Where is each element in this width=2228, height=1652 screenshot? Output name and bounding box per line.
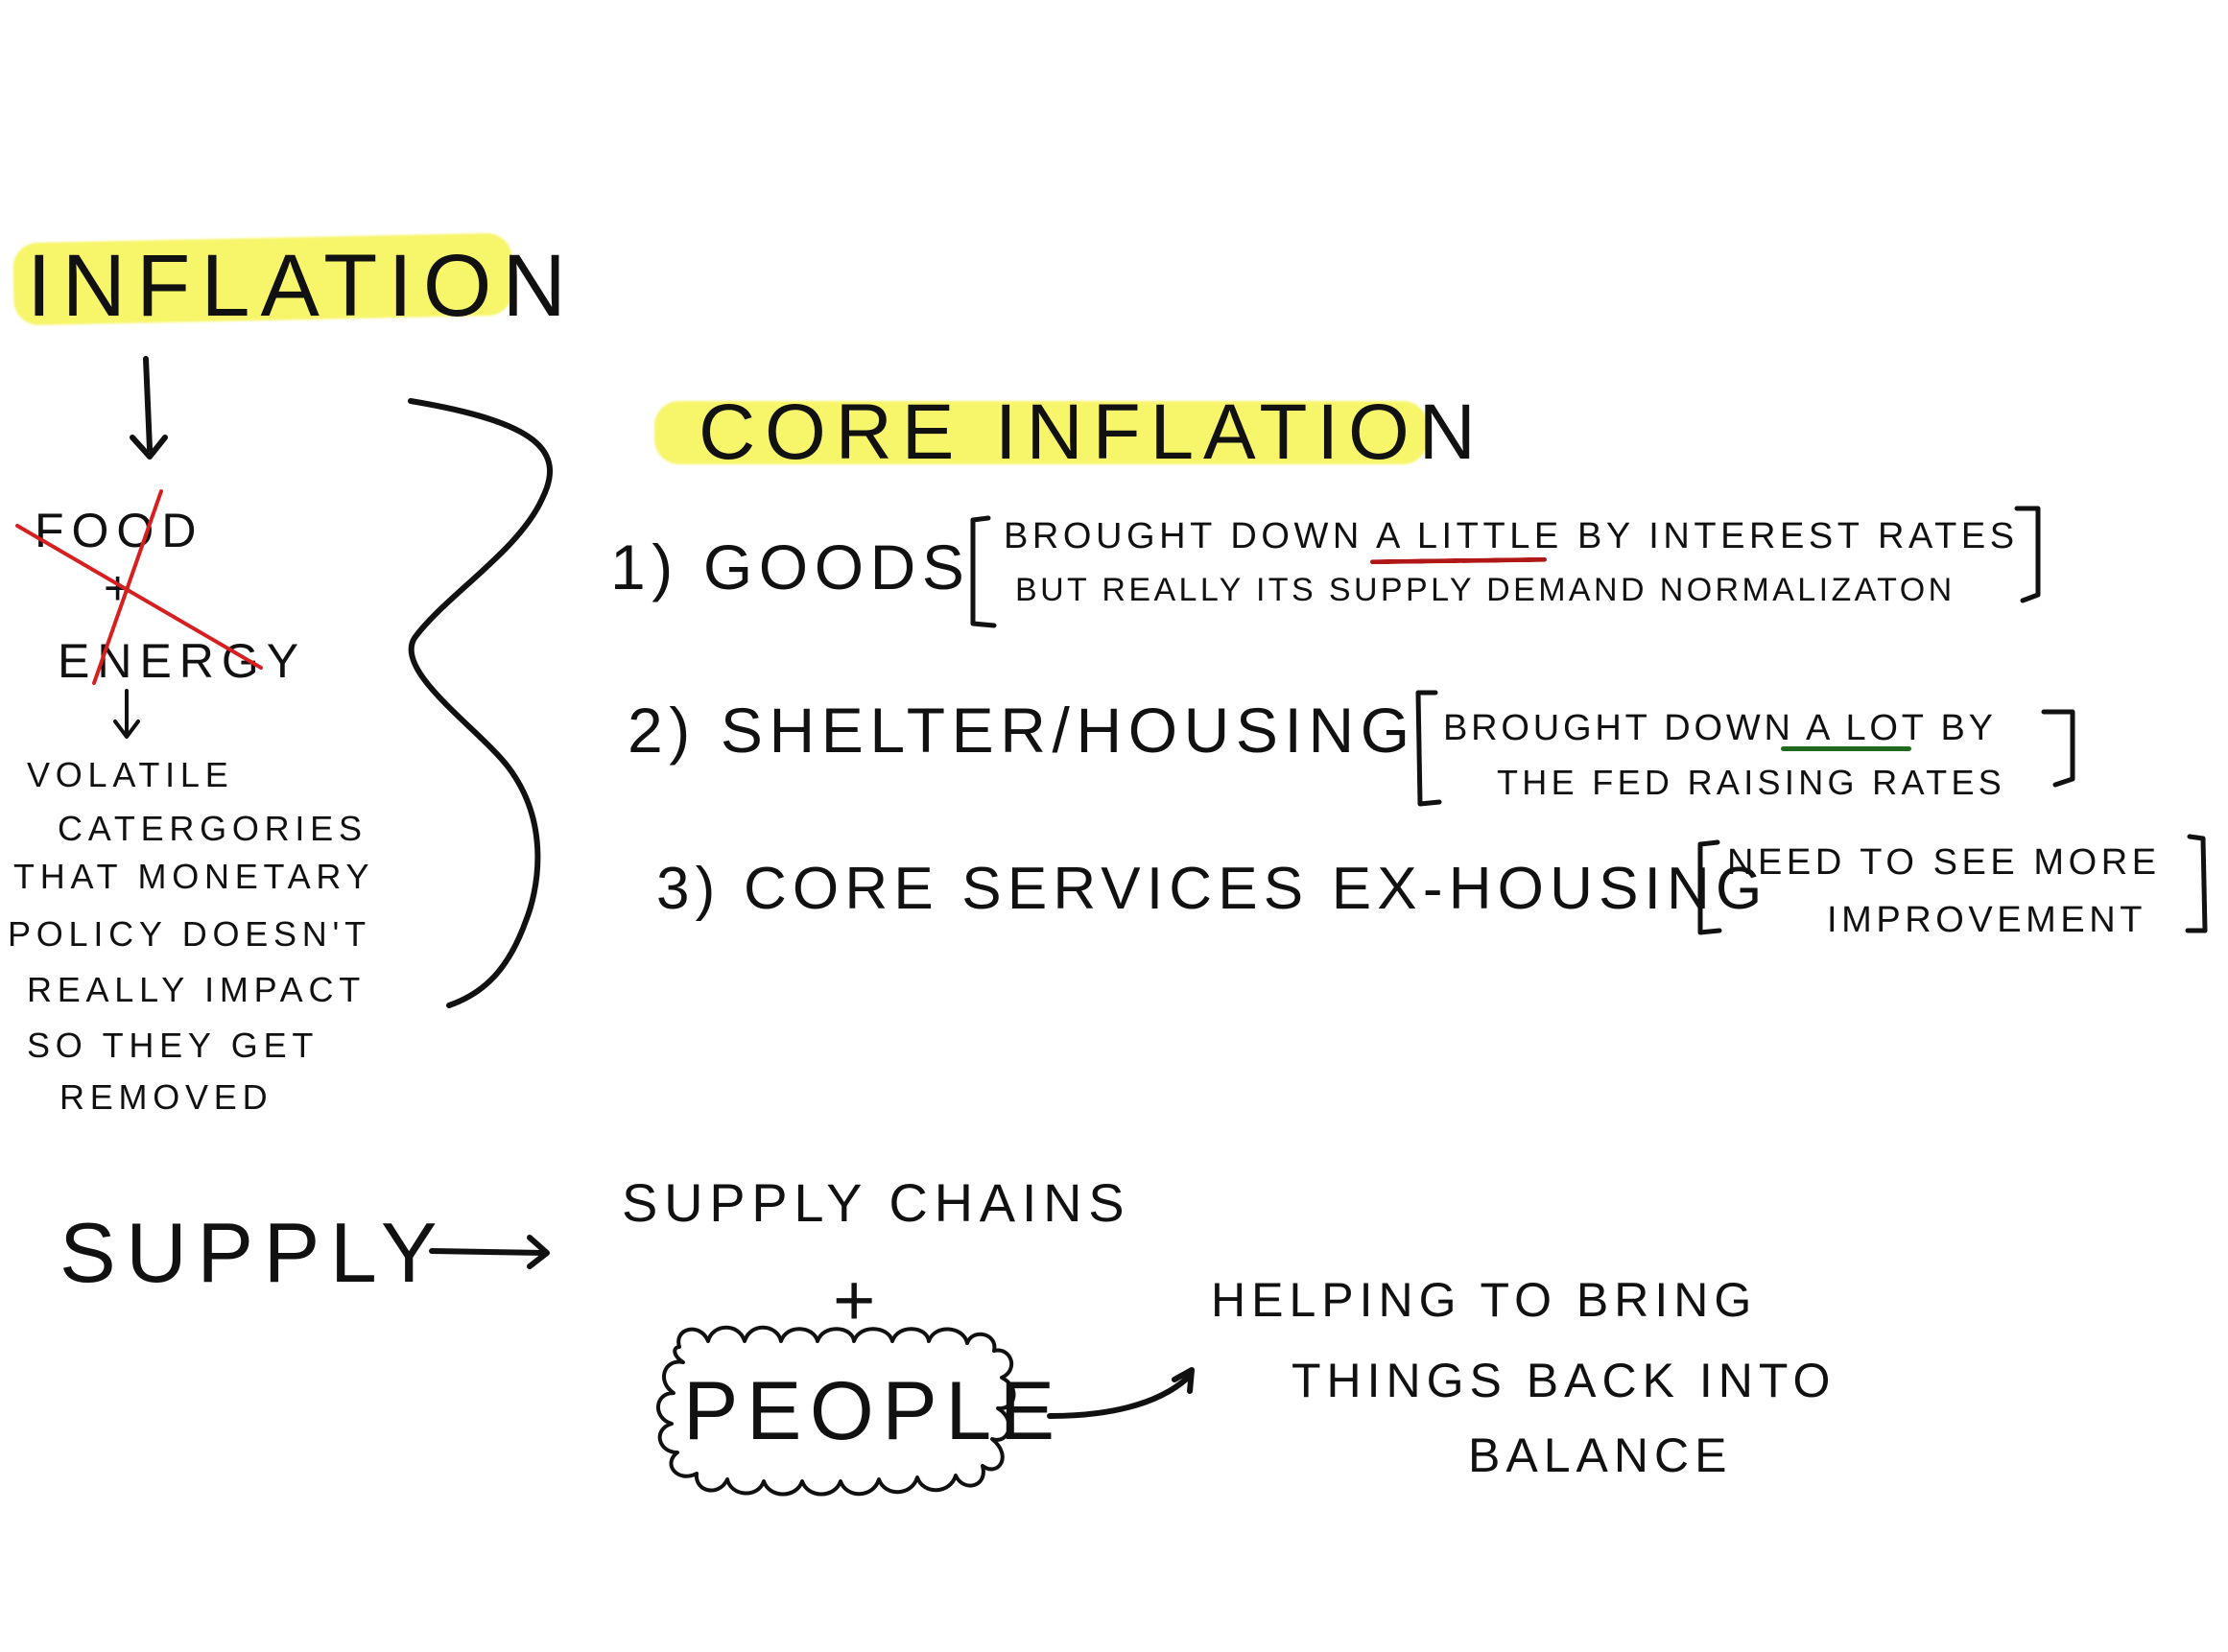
services-note-line-2: IMPROVEMENT — [1827, 900, 2147, 940]
inflation-title: INFLATION — [27, 237, 578, 335]
shelter-note-line-1: BROUGHT DOWN A LOT BY — [1443, 710, 1997, 746]
core-inflation-title: CORE INFLATION — [699, 389, 1485, 476]
food-label: FOOD — [35, 504, 204, 557]
explanation-line-4: POLICY DOESN'T — [8, 914, 371, 954]
goods-bracket-icon — [970, 506, 2041, 628]
goods-note-post: BY INTEREST RATES — [1576, 516, 2019, 556]
a-lot-underline — [1781, 746, 1911, 751]
red-cross-out-icon — [15, 489, 263, 685]
item-goods-label: 1) GOODS — [610, 531, 971, 602]
curly-brace-icon — [408, 398, 553, 1008]
explanation-line-6: SO THEY GET — [27, 1026, 320, 1065]
result-line-3: BALANCE — [1468, 1428, 1733, 1482]
shelter-note-line-2: THE FED RAISING RATES — [1497, 763, 2006, 802]
people-cloud-icon — [656, 1325, 1016, 1497]
services-bracket-icon — [1697, 834, 2208, 935]
goods-note-pre: BROUGHT DOWN — [1004, 516, 1363, 556]
item-shelter-label: 2) SHELTER/HOUSING — [628, 695, 1416, 766]
explanation-line-1: VOLATILE — [27, 755, 234, 794]
shelter-note-pre: BROUGHT DOWN — [1443, 708, 1794, 748]
shelter-bracket-icon — [1415, 690, 2075, 807]
goods-note-emph: A LITTLE — [1375, 516, 1563, 556]
explanation-line-3: THAT MONETARY — [13, 857, 375, 896]
supply-plus-sign: + — [833, 1260, 888, 1341]
explanation-line-7: REMOVED — [59, 1077, 273, 1117]
explanation-line-2: CATERGORIES — [58, 809, 367, 848]
item-core-services-label: 3) CORE SERVICES EX-HOUSING — [656, 856, 1768, 922]
supply-title: SUPPLY — [59, 1205, 448, 1300]
services-note-line-1: NEED TO SEE MORE — [1727, 842, 2161, 883]
goods-note-line-2: BUT REALLY ITS SUPPLY DEMAND NORMALIZATO… — [1015, 572, 1955, 608]
right-arrow-icon — [429, 1235, 550, 1269]
result-line-2: THINGS BACK INTO — [1292, 1354, 1837, 1407]
explanation-line-5: REALLY IMPACT — [27, 970, 366, 1009]
core-inflation-highlight — [654, 401, 1428, 464]
result-line-1: HELPING TO BRING — [1211, 1273, 1758, 1327]
supply-chains-label: SUPPLY CHAINS — [622, 1172, 1131, 1233]
shelter-note-post: BY — [1940, 708, 1997, 748]
small-down-arrow-icon — [113, 689, 140, 739]
down-arrow-icon — [130, 356, 168, 460]
curved-arrow-icon — [1047, 1367, 1195, 1419]
shelter-note-emph: A LOT — [1806, 708, 1928, 748]
goods-note-line-1: BROUGHT DOWN A LITTLE BY INTEREST RATES — [1004, 518, 2019, 555]
